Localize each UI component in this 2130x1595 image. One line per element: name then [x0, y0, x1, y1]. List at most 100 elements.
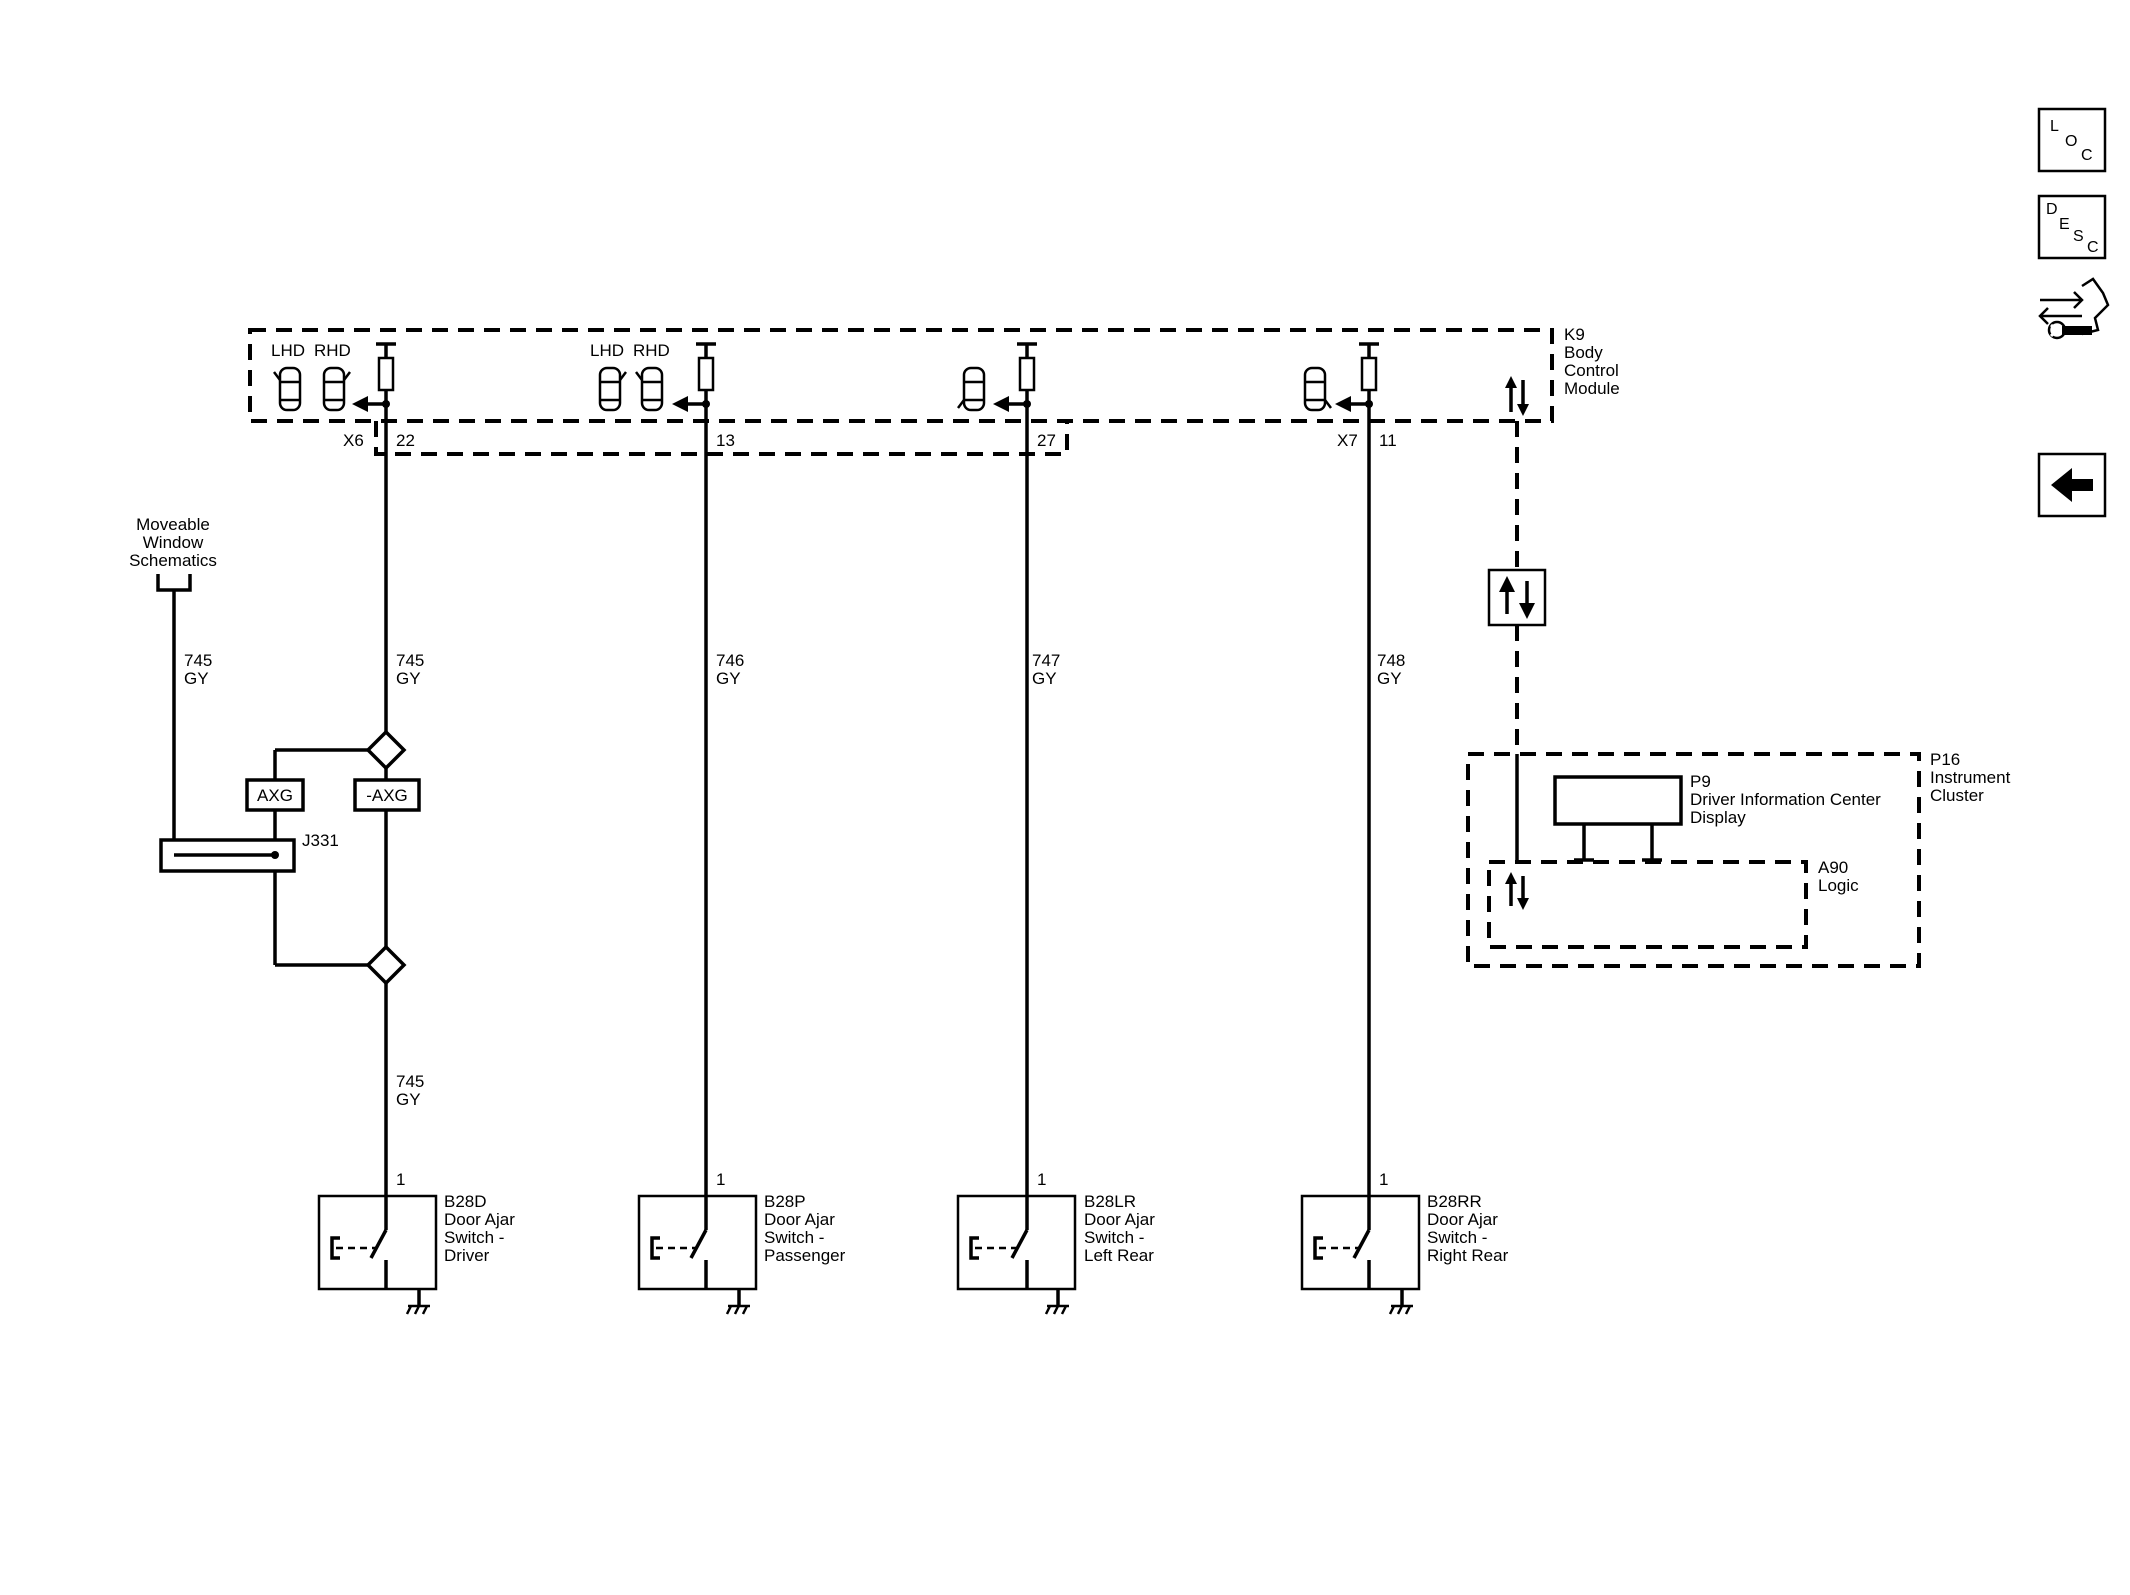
- wire-745-color: GY: [396, 669, 421, 688]
- loc-letter-o: O: [2065, 133, 2077, 150]
- loc-button[interactable]: L O C: [2037, 107, 2107, 173]
- desc-letter-s: S: [2073, 228, 2084, 245]
- switch-pin-label: 1: [1037, 1170, 1046, 1189]
- rhd-label: RHD: [633, 341, 670, 360]
- p16-label-line3: Cluster: [1930, 786, 1984, 805]
- wire-748-color: GY: [1377, 669, 1402, 688]
- wire-745-left-color: GY: [184, 669, 209, 688]
- k9-label-line2: Body: [1564, 343, 1603, 362]
- connector-wrench-icon[interactable]: [2038, 277, 2110, 340]
- ground-icon: [1044, 1304, 1069, 1315]
- back-arrow-icon: [2051, 468, 2093, 502]
- door-ajar-switch-left-rear: 1 B28LR Door Ajar Switch - Left Rear: [956, 1170, 1155, 1315]
- wire-746-color: GY: [716, 669, 741, 688]
- k9-module-outline: [248, 328, 1554, 423]
- door-ajar-switch-passenger: 1 B28P Door Ajar Switch - Passenger: [637, 1170, 846, 1315]
- desc-letter-d: D: [2046, 201, 2058, 218]
- desc-button[interactable]: D E S C: [2037, 194, 2107, 260]
- switch-name-line3: Right Rear: [1427, 1246, 1509, 1265]
- k9-label-line4: Module: [1564, 379, 1620, 398]
- pin-27-label: 27: [1037, 431, 1056, 450]
- moveable-window-label-line2: Window: [143, 533, 204, 552]
- car-door-icon: [598, 366, 627, 412]
- input-circuit-3: [993, 342, 1037, 412]
- wire-745-number: 745: [396, 651, 424, 670]
- lhd-label: LHD: [590, 341, 624, 360]
- switch-id: B28LR: [1084, 1192, 1136, 1211]
- car-door-icon: [322, 366, 351, 412]
- input-circuit-1: [352, 342, 396, 412]
- car-door-icon: [635, 366, 664, 412]
- p9-label-line1: P9: [1690, 772, 1711, 791]
- switch-name-line1: Door Ajar: [444, 1210, 515, 1229]
- serial-data-icon: [1505, 376, 1529, 416]
- serial-data-icon: [1505, 872, 1529, 910]
- switch-name-line2: Switch -: [1084, 1228, 1144, 1247]
- p9-display: [1553, 775, 1683, 826]
- x7-connector-label: X7: [1337, 431, 1358, 450]
- splice-top-diamond: [365, 729, 407, 771]
- switch-name-line3: Left Rear: [1084, 1246, 1154, 1265]
- wire-745-left-number: 745: [184, 651, 212, 670]
- ground-icon: [405, 1304, 430, 1315]
- switch-name-line2: Switch -: [1427, 1228, 1487, 1247]
- ground-icon: [725, 1304, 750, 1315]
- car-door-icon: [1303, 366, 1332, 412]
- switch-name-line3: Passenger: [764, 1246, 846, 1265]
- back-button[interactable]: [2037, 452, 2107, 518]
- wire-745-bottom-color: GY: [396, 1090, 421, 1109]
- p16-instrument-cluster-outline: [1466, 752, 1921, 968]
- p16-label-line1: P16: [1930, 750, 1960, 769]
- switch-name-line1: Door Ajar: [764, 1210, 835, 1229]
- splice-bottom-diamond: [365, 944, 407, 986]
- p16-label-line2: Instrument: [1930, 768, 2011, 787]
- wire-747-number: 747: [1032, 651, 1060, 670]
- pin-11-label: 11: [1379, 431, 1397, 450]
- j331-label: J331: [302, 831, 339, 850]
- a90-label-line2: Logic: [1818, 876, 1859, 895]
- x6-connector-label: X6: [343, 431, 364, 450]
- moveable-window-label-line3: Schematics: [129, 551, 217, 570]
- desc-letter-c: C: [2087, 239, 2099, 256]
- serial-data-link-button[interactable]: [1487, 568, 1547, 627]
- door-ajar-switch-driver: 1 B28D Door Ajar Switch - Driver: [317, 1170, 515, 1315]
- wire-748-number: 748: [1377, 651, 1405, 670]
- pin-13-label: 13: [716, 431, 735, 450]
- switch-name-line2: Switch -: [764, 1228, 824, 1247]
- axg-label: AXG: [257, 786, 293, 805]
- neg-axg-box: [353, 778, 421, 812]
- switch-pin-label: 1: [396, 1170, 405, 1189]
- desc-letter-e: E: [2059, 216, 2070, 233]
- switch-id: B28RR: [1427, 1192, 1482, 1211]
- neg-axg-label: -AXG: [366, 786, 408, 805]
- car-door-icon: [957, 366, 986, 412]
- pin-22-label: 22: [396, 431, 415, 450]
- car-door-icon: [273, 366, 302, 412]
- door-ajar-switch-right-rear: 1 B28RR Door Ajar Switch - Right Rear: [1300, 1170, 1509, 1315]
- loc-letter-l: L: [2050, 118, 2059, 135]
- a90-logic-outline: [1487, 860, 1808, 949]
- schematic-reference-bracket[interactable]: [156, 574, 192, 592]
- switch-name-line2: Switch -: [444, 1228, 504, 1247]
- lhd-label: LHD: [271, 341, 305, 360]
- loc-letter-c: C: [2081, 147, 2093, 164]
- x6-connector-outline: [374, 421, 1069, 456]
- switch-id: B28P: [764, 1192, 806, 1211]
- rhd-label: RHD: [314, 341, 351, 360]
- switch-pin-label: 1: [716, 1170, 725, 1189]
- switch-pin-label: 1: [1379, 1170, 1388, 1189]
- switch-name-line1: Door Ajar: [1427, 1210, 1498, 1229]
- wire-746-number: 746: [716, 651, 744, 670]
- wire-747-color: GY: [1032, 669, 1057, 688]
- switch-name-line1: Door Ajar: [1084, 1210, 1155, 1229]
- switch-id: B28D: [444, 1192, 487, 1211]
- input-circuit-4: [1335, 342, 1379, 412]
- k9-label-line3: Control: [1564, 361, 1619, 380]
- wire-745-bottom-number: 745: [396, 1072, 424, 1091]
- p9-label-line2: Driver Information Center: [1690, 790, 1881, 809]
- ground-icon: [1388, 1304, 1413, 1315]
- a90-label-line1: A90: [1818, 858, 1848, 877]
- moveable-window-label-line1: Moveable: [136, 515, 210, 534]
- k9-label-line1: K9: [1564, 325, 1585, 344]
- switch-name-line3: Driver: [444, 1246, 490, 1265]
